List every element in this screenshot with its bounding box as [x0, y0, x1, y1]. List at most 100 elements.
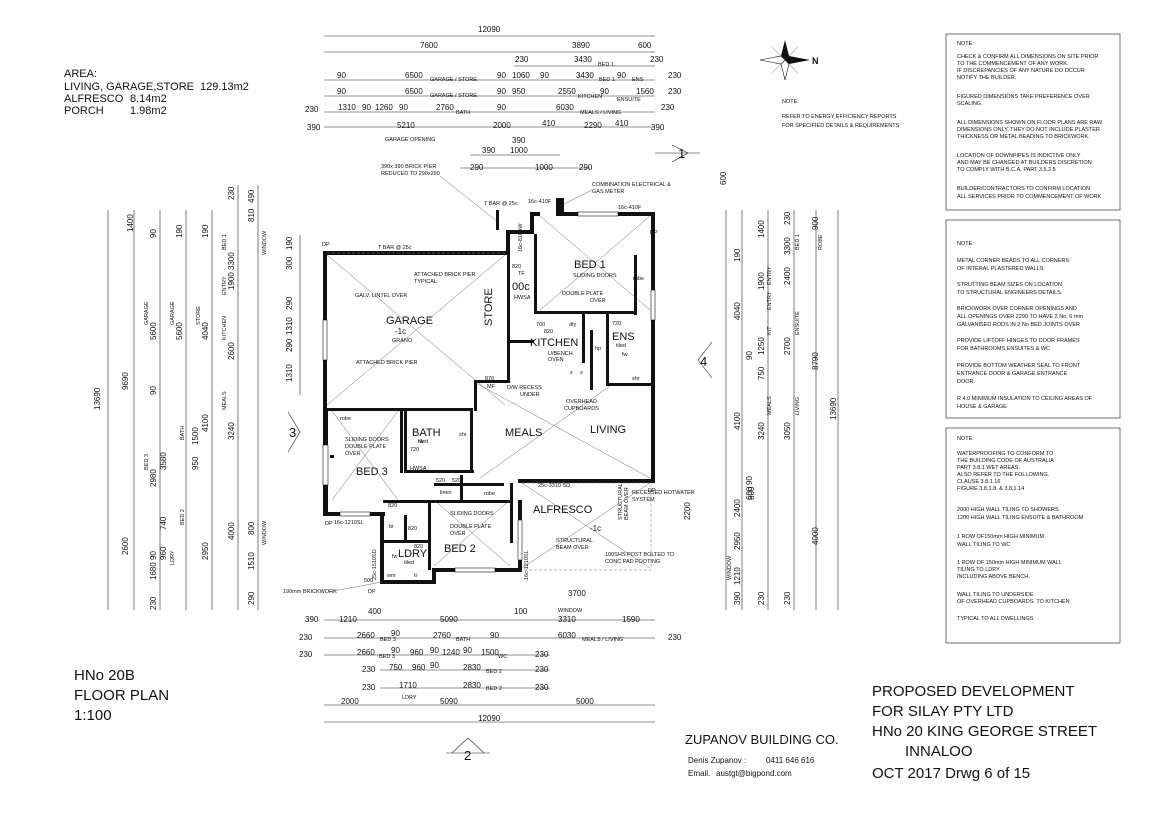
- right-dim-note: BED 1: [795, 234, 801, 250]
- drawing-scale: 1:100: [74, 707, 112, 724]
- left-dim: 3300: [227, 252, 236, 270]
- door-dim: 520: [452, 478, 461, 484]
- top-dim-note: BATH: [456, 110, 470, 116]
- dp-label: DP: [368, 589, 376, 595]
- left-dim: 3580: [159, 452, 168, 470]
- note-line: PART 3.8.1 WET AREAS.: [957, 465, 1020, 471]
- left-dim: 230: [227, 186, 236, 200]
- ubench-note: U/BENCH: [548, 351, 573, 357]
- sliding-doors-note: SLIDING DOORS: [573, 273, 617, 279]
- dp-label: DP: [322, 242, 330, 248]
- note-line: PROVIDE LIFTOFF HINGES TO DOOR FRAMES: [957, 338, 1080, 344]
- top-dim: 600: [638, 41, 652, 50]
- door-dim: 820: [408, 526, 417, 532]
- robe-label: robe: [340, 416, 351, 422]
- note-line: HOUSE & GARAGE: [957, 404, 1007, 410]
- left-dim: 1500: [191, 427, 200, 445]
- bottom-dim: 960: [410, 648, 424, 657]
- note-line: FOR BATHROOMS,ENSUITES & WC: [957, 346, 1050, 352]
- notes-box-1: NOTE: CHECK & CONFIRM ALL DIMENSIONS ON …: [945, 33, 1121, 211]
- right-dim: 3240: [757, 422, 766, 440]
- area-value-alfresco: 8.14m2: [130, 93, 167, 105]
- bottom-dim: 2660: [357, 648, 375, 657]
- top-dim-note: GARAGE / STORE: [430, 93, 477, 99]
- bottom-dim: 2660: [357, 631, 375, 640]
- notes-heading: NOTE:: [957, 436, 974, 442]
- energy-note-heading: NOTE:: [782, 99, 799, 105]
- overhead-note: OVERHEAD: [566, 399, 597, 405]
- right-dim: 900: [811, 216, 820, 230]
- right-dim: 3050: [783, 422, 792, 440]
- left-dim: 4100: [201, 414, 210, 432]
- area-value-living: 129.13m2: [200, 81, 249, 93]
- bottom-dim-note: WINDOW: [558, 608, 583, 614]
- top-dim-note: BED 1: [598, 62, 614, 68]
- project-line: PROPOSED DEVELOPMENT: [872, 683, 1075, 700]
- double-plate-note: DOUBLE PLATE: [345, 444, 386, 450]
- bottom-dim: 230: [668, 633, 682, 642]
- top-dim: 90: [600, 87, 609, 96]
- bottom-dim: 390: [305, 615, 319, 624]
- top-dim: 90: [540, 71, 549, 80]
- left-dim: 740: [159, 516, 168, 530]
- attached-pier-note: ATTACHED BRICK PIER: [414, 272, 476, 278]
- bottom-dim: 2830: [463, 681, 481, 690]
- right-dim: 1210: [733, 567, 742, 585]
- right-overall-dim: 13690: [829, 397, 838, 420]
- bottom-dim: 3310: [558, 615, 576, 624]
- hwsa-label: HWSA: [514, 295, 531, 301]
- building-walls: [322, 198, 656, 584]
- left-dim: 1510: [247, 552, 256, 570]
- note-line: FIGURE 3.8.1.8. & 3.8.1.14: [957, 486, 1024, 492]
- right-dim: 750: [757, 366, 766, 380]
- note-line: THICKNESS OR METAL BEADING TO BRICKWORK.: [957, 134, 1090, 140]
- right-dim: 90: [745, 476, 754, 485]
- bottom-dim-note: BED 2: [486, 669, 502, 675]
- energy-note: NOTE: REFER TO ENERGY EFFICIENCY REPORTS…: [782, 99, 900, 129]
- note-line: FIGURED DIMENSIONS TAKE PREFERENCE OVER: [957, 94, 1090, 100]
- top-dim: 6500: [405, 71, 423, 80]
- alfresco-level: -1c: [590, 524, 601, 533]
- shr-label: shr: [459, 432, 467, 438]
- top-dim: 1560: [636, 87, 654, 96]
- bottom-dim: 230: [299, 633, 313, 642]
- left-dim: 800: [247, 521, 256, 535]
- room-alfresco: ALFRESCO: [533, 504, 593, 516]
- bottom-dim: 90: [490, 631, 499, 640]
- right-dim: 3300: [783, 237, 792, 255]
- left-dim: 190: [285, 236, 294, 250]
- room-living: LIVING: [590, 424, 626, 436]
- right-dim: 1400: [757, 220, 766, 238]
- left-dim: 1310: [285, 317, 294, 335]
- note-line: BRICKWORK OVER CORNER OPENINGS AND: [957, 306, 1077, 312]
- dp-label: DP: [648, 488, 656, 494]
- meter-note: COMBINATION ELECTRICAL &: [592, 182, 671, 188]
- attached-pier-note: TYPICAL: [414, 279, 437, 285]
- builder-phone: 0411 646 616: [766, 756, 815, 765]
- left-dim: 290: [247, 591, 256, 605]
- top-dim: 290: [470, 163, 484, 172]
- left-dim-note: ENTRY: [222, 276, 228, 295]
- lintel-label: 25c-3310 SD: [538, 483, 570, 489]
- sink-label: s: [570, 370, 573, 376]
- project-line: OCT 2017 Drwg 6 of 15: [872, 765, 1030, 782]
- fw-label: fw: [622, 352, 628, 358]
- note-line: BUILDER/CONTRACTORS TO CONFIRM LOCATION: [957, 186, 1090, 192]
- door-dim: 820: [414, 544, 423, 550]
- bottom-dim: 6030: [558, 631, 576, 640]
- top-dim: 3430: [574, 55, 592, 64]
- door-dim: 520: [436, 478, 445, 484]
- right-dim: 190: [733, 248, 742, 262]
- top-dim-note: ENSUITE: [617, 97, 641, 103]
- top-dim: 230: [305, 105, 319, 114]
- builder-contact: Denis Zupanov :: [688, 756, 746, 765]
- bottom-dim: 1710: [399, 681, 417, 690]
- room-store: STORE: [483, 288, 495, 326]
- hp-label: hp: [595, 346, 601, 352]
- bottom-dim: 3700: [568, 589, 586, 598]
- right-dim: 230: [783, 591, 792, 605]
- note-line: NOTIFY THE BUILDER.: [957, 75, 1017, 81]
- note-line: WALL TILING TO WC: [957, 542, 1010, 548]
- top-dim: 230: [668, 87, 682, 96]
- note-line: 2000 HIGH WALL TILING TO SHOWERS: [957, 507, 1059, 513]
